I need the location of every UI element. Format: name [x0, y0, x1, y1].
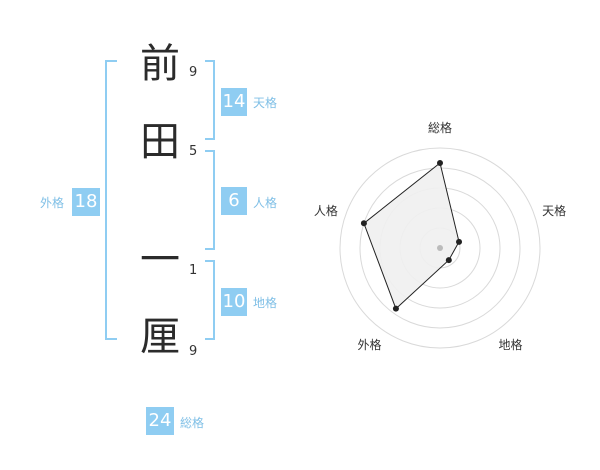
radar-axis-label-4: 外格: [357, 337, 381, 352]
gaikaku-value: 18: [72, 188, 100, 216]
soukaku-label: 総格: [180, 416, 205, 430]
gaikaku-label: 外格: [40, 196, 65, 210]
stroke-count-1: 9: [189, 65, 198, 80]
radar-grid-ring-5: [339, 147, 541, 349]
soukaku-value: 24: [146, 407, 174, 435]
tenkaku-label: 天格: [253, 96, 278, 110]
name-char-1: 前: [140, 41, 180, 87]
radar-axis-label-1: 総格: [428, 120, 452, 135]
tenkaku-bracket: [205, 60, 215, 140]
radar-point-3: [445, 257, 452, 264]
chikaku-bracket: [205, 260, 215, 340]
radar-center-dot: [437, 245, 443, 251]
name-char-2: 田: [140, 119, 180, 165]
name-char-3: 一: [140, 237, 180, 283]
radar-axis-label-2: 天格: [542, 203, 566, 218]
radar-point-1: [437, 160, 443, 166]
radar-point-2: [456, 238, 463, 245]
gaikaku-bracket: [105, 60, 117, 340]
name-char-4: 厘: [140, 314, 180, 360]
chikaku-label: 地格: [253, 296, 278, 310]
radar-point-4: [392, 305, 399, 312]
jinkaku-label: 人格: [253, 196, 278, 210]
radar-point-5: [360, 220, 367, 227]
tenkaku-value: 14: [221, 88, 247, 116]
stroke-count-3: 1: [189, 263, 198, 278]
chikaku-value: 10: [221, 288, 247, 316]
radar-series-area: [363, 162, 460, 310]
jinkaku-value: 6: [221, 187, 247, 215]
radar-axis-label-3: 地格: [498, 337, 522, 352]
stroke-count-4: 9: [189, 344, 198, 359]
stroke-count-2: 5: [189, 144, 198, 159]
jinkaku-bracket: [205, 150, 215, 250]
radar-axis-label-5: 人格: [314, 203, 338, 218]
